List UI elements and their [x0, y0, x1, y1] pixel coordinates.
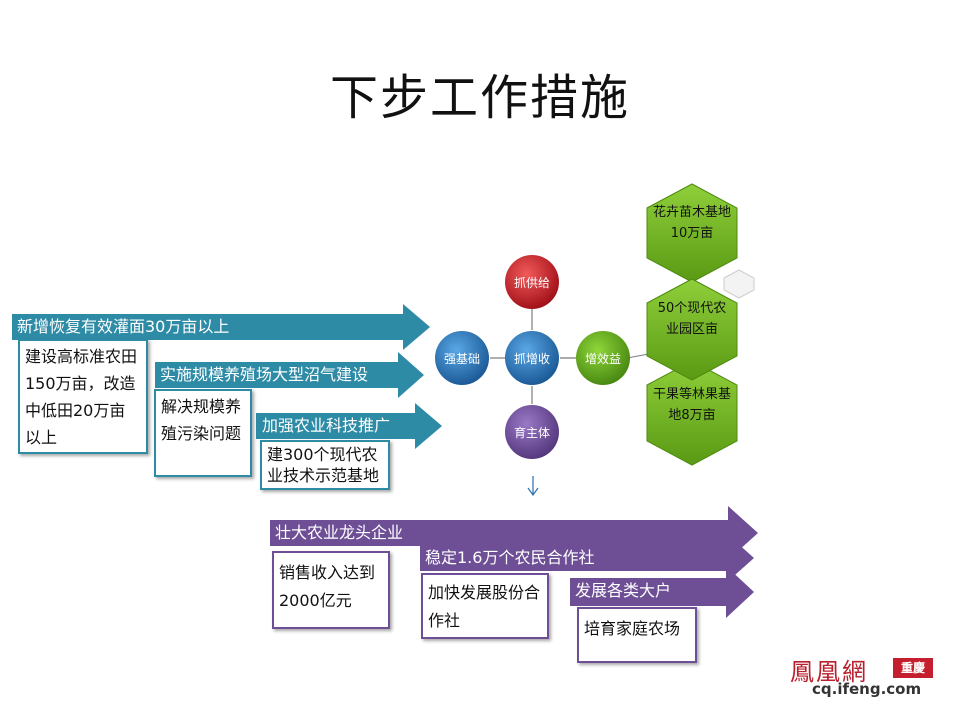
ifeng-logo: 鳳凰網	[790, 658, 868, 686]
circle-label-bottom: 育主体	[513, 426, 550, 440]
hexagon-label-3: 干果等林果基地8万亩	[653, 387, 732, 423]
measure-box-5: 加快发展股份合作社	[421, 573, 549, 639]
circle-label-right: 增效益	[584, 352, 621, 366]
circle-label-left: 强基础	[443, 352, 480, 366]
arrow-label-1: 新增恢复有效灌面30万亩以上	[17, 317, 230, 336]
hexagon-2	[646, 278, 738, 381]
arrow-shape-6	[570, 566, 754, 618]
measure-box-3: 建300个现代农业技术示范基地	[260, 440, 390, 490]
logo-badge: 重慶	[893, 658, 933, 678]
circle-left	[435, 331, 489, 385]
hexagon-label-1: 花卉苗木基地10万亩	[653, 205, 732, 241]
arrow-label-2: 实施规模养殖场大型沼气建设	[160, 365, 369, 384]
measure-box-2: 解决规模养殖污染问题	[154, 389, 252, 477]
circle-center	[505, 331, 559, 385]
measure-box-1: 建设高标准农田150万亩，改造中低田20万亩以上	[18, 339, 148, 454]
circle-label-top: 抓供给	[513, 276, 550, 290]
arrow-shape-2	[155, 352, 424, 398]
measure-box-4: 销售收入达到2000亿元	[272, 551, 390, 629]
circle-bottom	[505, 405, 559, 459]
arrow-label-3: 加强农业科技推广	[262, 416, 391, 435]
white-cube-decoration	[723, 269, 755, 299]
arrow-shape-5	[420, 533, 754, 583]
circle-right	[576, 331, 630, 385]
hexagon-1	[646, 183, 738, 283]
measure-box-6: 培育家庭农场	[577, 607, 697, 663]
arrow-label-5: 稳定1.6万个农民合作社	[425, 548, 595, 567]
circle-top	[505, 255, 559, 309]
arrow-shape-1	[12, 304, 430, 350]
arrow-shape-3	[256, 403, 442, 449]
slide-title: 下步工作措施	[329, 70, 630, 126]
connector-down-arrow	[527, 476, 539, 497]
arrow-shape-4	[270, 506, 758, 560]
circle-label-center: 抓增收	[513, 352, 550, 366]
hexagon-label-2: 50个现代农业园区亩	[657, 301, 727, 337]
logo-url: cq.ifeng.com	[812, 680, 922, 698]
arrow-label-4: 壮大农业龙头企业	[275, 523, 404, 542]
arrow-label-6: 发展各类大户	[575, 581, 672, 600]
